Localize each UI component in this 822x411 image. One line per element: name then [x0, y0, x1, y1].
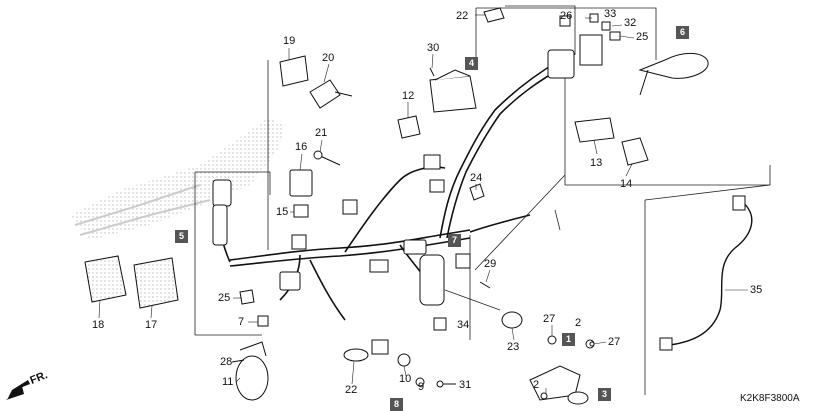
callout-32: 32	[624, 17, 637, 29]
callout-16: 16	[295, 141, 308, 153]
callout-30: 30	[427, 42, 440, 54]
callout-12: 12	[402, 90, 415, 102]
callout-17: 17	[145, 319, 158, 331]
ref-box-3: 3	[598, 388, 611, 401]
diagram-code: K2K8F3800A	[740, 393, 800, 404]
leader-lines	[98, 14, 748, 394]
ref-box-4: 4	[465, 57, 478, 70]
callout-22-bottom: 22	[345, 384, 358, 396]
callout-11: 11	[222, 376, 234, 388]
callout-33: 33	[604, 8, 617, 20]
callout-25: 25	[636, 31, 649, 43]
callout-22: 22	[456, 10, 469, 22]
connectors	[212, 34, 603, 306]
callout-31: 31	[459, 379, 472, 391]
ref-box-7: 7	[448, 234, 461, 247]
ref-box-6: 6	[676, 26, 689, 39]
callout-25-left: 25	[218, 292, 231, 304]
callout-10: 10	[399, 373, 412, 385]
callout-2: 2	[575, 317, 582, 329]
callout-18: 18	[92, 319, 105, 331]
components	[84, 7, 753, 405]
callout-26: 26	[560, 10, 573, 22]
callout-14: 14	[620, 178, 633, 190]
callout-7: 7	[238, 316, 245, 328]
wire-harness	[217, 59, 566, 321]
ref-box-1: 1	[562, 333, 575, 346]
callout-28: 28	[220, 356, 233, 368]
ref-box-8: 8	[390, 398, 403, 411]
callout-34: 34	[457, 319, 470, 331]
callout-35: 35	[750, 284, 763, 296]
callout-15: 15	[276, 206, 289, 218]
callout-13: 13	[590, 157, 603, 169]
callout-19: 19	[283, 35, 296, 47]
callout-29: 29	[484, 258, 497, 270]
callout-21: 21	[315, 127, 328, 139]
group-frames	[194, 5, 771, 395]
callout-20: 20	[322, 52, 335, 64]
callout-27: 27	[543, 313, 556, 325]
callout-9: 9	[418, 381, 425, 393]
callout-27-right: 27	[608, 336, 621, 348]
callout-24: 24	[470, 172, 483, 184]
callout-2-bottom: 2	[533, 379, 540, 391]
ref-box-5: 5	[175, 230, 188, 243]
callout-23: 23	[507, 341, 520, 353]
